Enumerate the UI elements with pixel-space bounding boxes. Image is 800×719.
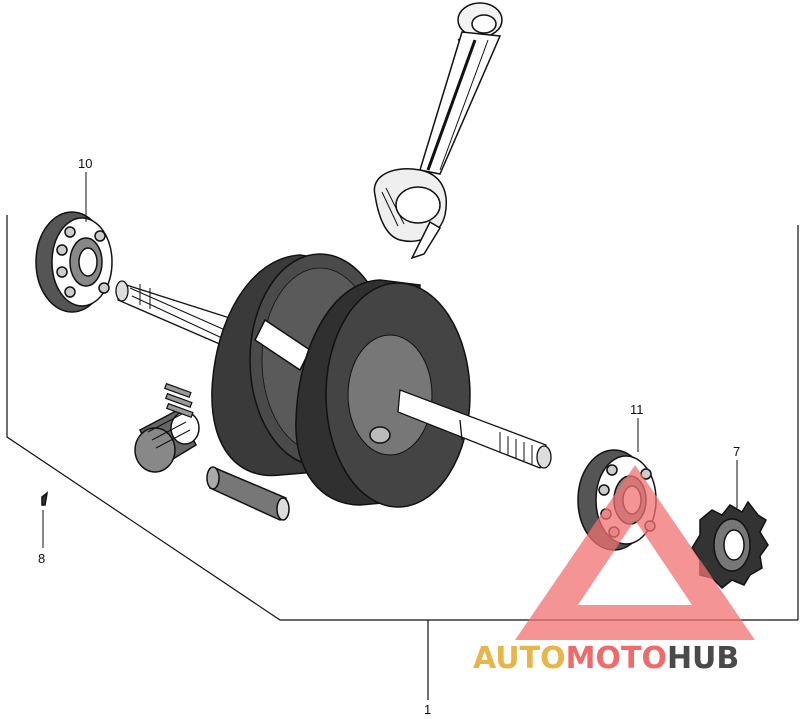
callout-10: 10 [78,156,92,171]
callout-leaders [42,172,738,548]
small-keys [163,382,194,419]
right-crank-shaft [397,389,552,469]
connecting-rod [373,2,503,260]
watermark-hub: HUB [667,641,739,676]
svg-text:AUTOMOTOHUB: AUTOMOTOHUB [473,641,739,676]
watermark-logo: AUTOMOTOHUB [473,465,755,676]
callout-1: 1 [424,702,431,717]
callout-11: 11 [630,402,644,417]
crank-pin [206,466,290,522]
watermark-auto: AUTO [473,641,566,676]
left-crank-shaft [115,280,237,346]
pin-part [41,491,49,506]
callout-7: 7 [733,444,740,459]
left-ball-bearing [35,211,113,313]
drive-sprocket [691,500,769,590]
needle-bearing-cage [134,408,200,473]
callout-8: 8 [38,551,45,566]
watermark-moto: MOTO [566,641,667,676]
right-flywheel [295,279,471,508]
